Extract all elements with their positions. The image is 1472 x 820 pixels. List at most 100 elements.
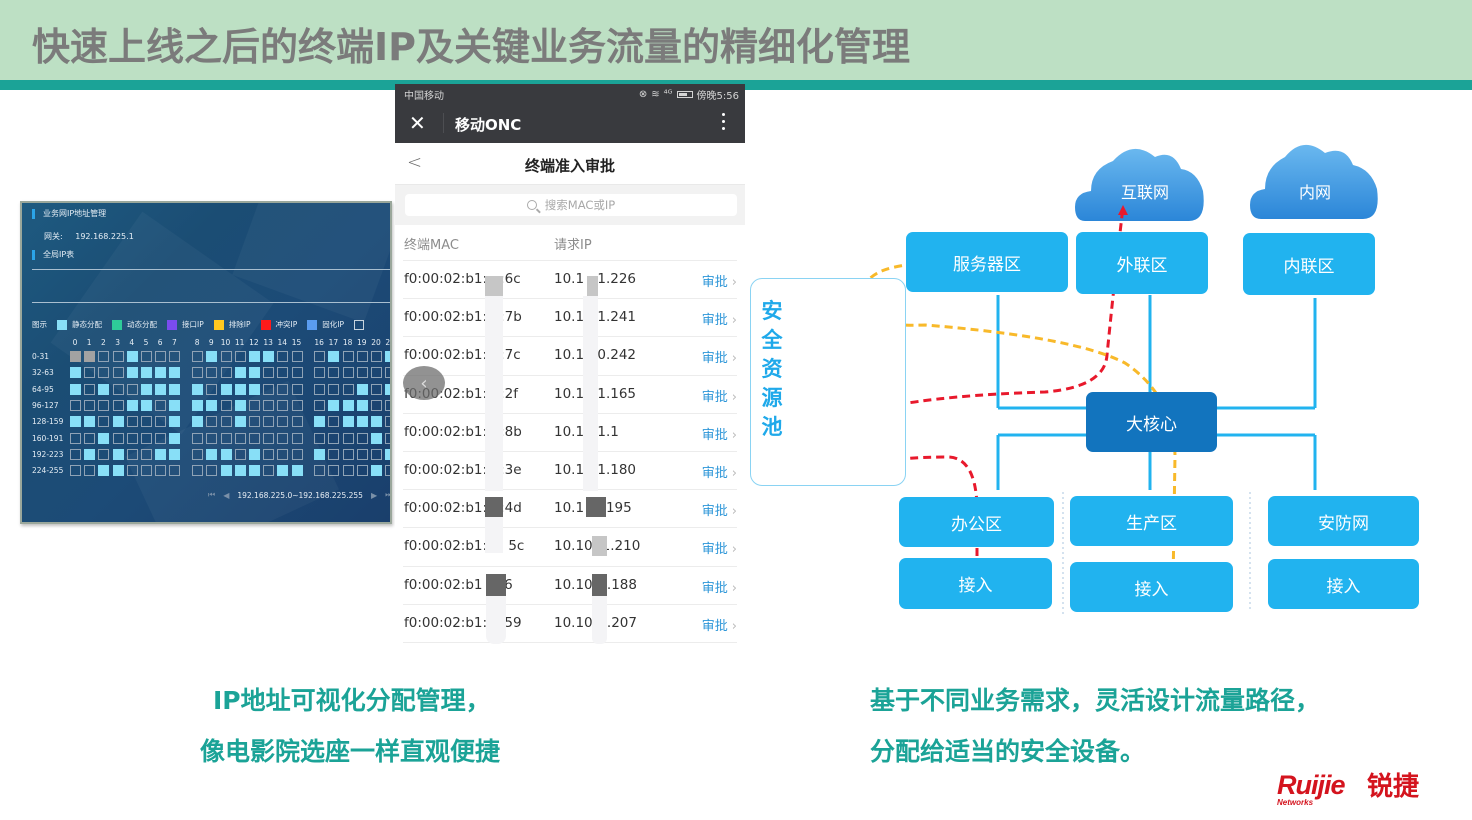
ip-seat-cell[interactable] — [155, 367, 167, 379]
ip-seat-cell[interactable] — [126, 416, 138, 428]
ip-seat-cell[interactable] — [192, 465, 204, 477]
ip-seat-cell[interactable] — [141, 351, 152, 362]
ip-seat-cell[interactable] — [328, 351, 340, 362]
ip-seat-cell[interactable] — [342, 432, 354, 444]
zone-server[interactable]: 服务器区 — [906, 232, 1068, 292]
ip-seat-cell[interactable] — [70, 351, 81, 362]
ip-seat-cell[interactable] — [291, 416, 303, 428]
ip-seat-cell[interactable] — [206, 383, 218, 395]
ip-seat-cell[interactable] — [263, 432, 275, 444]
ip-seat-cell[interactable] — [84, 367, 96, 379]
ip-seat-cell[interactable] — [98, 465, 110, 477]
ip-seat-cell[interactable] — [263, 399, 275, 411]
ip-seat-cell[interactable] — [248, 448, 260, 460]
ip-seat-cell[interactable] — [70, 432, 81, 444]
ip-seat-cell[interactable] — [371, 367, 382, 379]
ip-seat-cell[interactable] — [277, 416, 289, 428]
ip-seat-cell[interactable] — [291, 448, 303, 460]
ip-seat-cell[interactable] — [206, 432, 218, 444]
ip-seat-cell[interactable] — [70, 399, 81, 411]
ip-seat-cell[interactable] — [328, 416, 340, 428]
ip-seat-cell[interactable] — [385, 416, 390, 428]
ip-seat-cell[interactable] — [192, 448, 204, 460]
ip-seat-cell[interactable] — [98, 416, 110, 428]
ip-seat-cell[interactable] — [342, 399, 354, 411]
ip-seat-cell[interactable] — [371, 351, 382, 362]
ip-seat-cell[interactable] — [206, 465, 218, 477]
ip-seat-cell[interactable] — [155, 351, 167, 362]
ip-seat-cell[interactable] — [291, 367, 303, 379]
approve-link[interactable]: 审批› — [701, 465, 737, 481]
ip-seat-cell[interactable] — [220, 416, 232, 428]
ip-seat-cell[interactable] — [84, 399, 96, 411]
ip-seat-cell[interactable] — [126, 367, 138, 379]
ip-seat-cell[interactable] — [234, 465, 246, 477]
ip-seat-cell[interactable] — [356, 383, 368, 395]
access-security-network[interactable]: 接入 — [1268, 559, 1419, 609]
ip-seat-cell[interactable] — [112, 399, 124, 411]
ip-seat-cell[interactable] — [206, 367, 218, 379]
ip-seat-cell[interactable] — [220, 351, 232, 362]
ip-seat-cell[interactable] — [70, 416, 81, 428]
ip-seat-cell[interactable] — [141, 465, 152, 477]
ip-seat-cell[interactable] — [192, 383, 204, 395]
ip-seat-cell[interactable] — [263, 416, 275, 428]
ip-seat-cell[interactable] — [371, 465, 382, 477]
ip-seat-cell[interactable] — [234, 416, 246, 428]
ip-seat-cell[interactable] — [126, 351, 138, 362]
ip-seat-cell[interactable] — [112, 383, 124, 395]
ip-seat-cell[interactable] — [342, 465, 354, 477]
ip-seat-cell[interactable] — [291, 383, 303, 395]
approve-link[interactable]: 审批› — [701, 389, 737, 405]
ip-seat-cell[interactable] — [169, 448, 181, 460]
ip-seat-cell[interactable] — [141, 416, 152, 428]
last-page-icon[interactable]: ⏭ — [385, 490, 392, 499]
ip-seat-cell[interactable] — [155, 399, 167, 411]
approve-link[interactable]: 审批› — [701, 351, 737, 367]
ip-seat-cell[interactable] — [234, 383, 246, 395]
ip-seat-cell[interactable] — [84, 416, 96, 428]
ip-seat-cell[interactable] — [220, 465, 232, 477]
ip-seat-cell[interactable] — [155, 416, 167, 428]
back-icon[interactable]: < — [407, 152, 423, 173]
zone-production[interactable]: 生产区 — [1070, 496, 1233, 546]
ip-seat-cell[interactable] — [314, 465, 326, 477]
ip-seat-cell[interactable] — [126, 448, 138, 460]
ip-seat-cell[interactable] — [328, 465, 340, 477]
ip-seat-cell[interactable] — [385, 399, 390, 411]
ip-seat-cell[interactable] — [248, 367, 260, 379]
ip-seat-cell[interactable] — [356, 367, 368, 379]
ip-seat-cell[interactable] — [141, 367, 152, 379]
ip-seat-cell[interactable] — [112, 465, 124, 477]
ip-seat-cell[interactable] — [220, 367, 232, 379]
ip-seat-cell[interactable] — [277, 367, 289, 379]
ip-seat-cell[interactable] — [206, 448, 218, 460]
ip-seat-cell[interactable] — [141, 383, 152, 395]
access-production[interactable]: 接入 — [1070, 562, 1233, 612]
ip-seat-cell[interactable] — [112, 367, 124, 379]
ip-seat-cell[interactable] — [277, 448, 289, 460]
ip-seat-cell[interactable] — [155, 448, 167, 460]
ip-seat-cell[interactable] — [314, 383, 326, 395]
ip-seat-cell[interactable] — [385, 432, 390, 444]
ip-seat-cell[interactable] — [84, 383, 96, 395]
ip-seat-cell[interactable] — [277, 351, 289, 362]
approve-link[interactable]: 审批› — [701, 427, 737, 443]
access-office[interactable]: 接入 — [899, 558, 1052, 609]
ip-seat-cell[interactable] — [192, 399, 204, 411]
ip-seat-cell[interactable] — [314, 432, 326, 444]
ip-seat-cell[interactable] — [234, 448, 246, 460]
ip-seat-cell[interactable] — [356, 448, 368, 460]
ip-seat-cell[interactable] — [98, 383, 110, 395]
ip-seat-cell[interactable] — [192, 432, 204, 444]
ip-seat-cell[interactable] — [206, 351, 218, 362]
next-page-icon[interactable]: ▶ — [370, 490, 378, 500]
ip-seat-cell[interactable] — [342, 448, 354, 460]
floating-back-button[interactable]: ‹ — [403, 366, 445, 400]
ip-seat-cell[interactable] — [248, 383, 260, 395]
ip-seat-cell[interactable] — [291, 399, 303, 411]
ip-seat-cell[interactable] — [277, 465, 289, 477]
